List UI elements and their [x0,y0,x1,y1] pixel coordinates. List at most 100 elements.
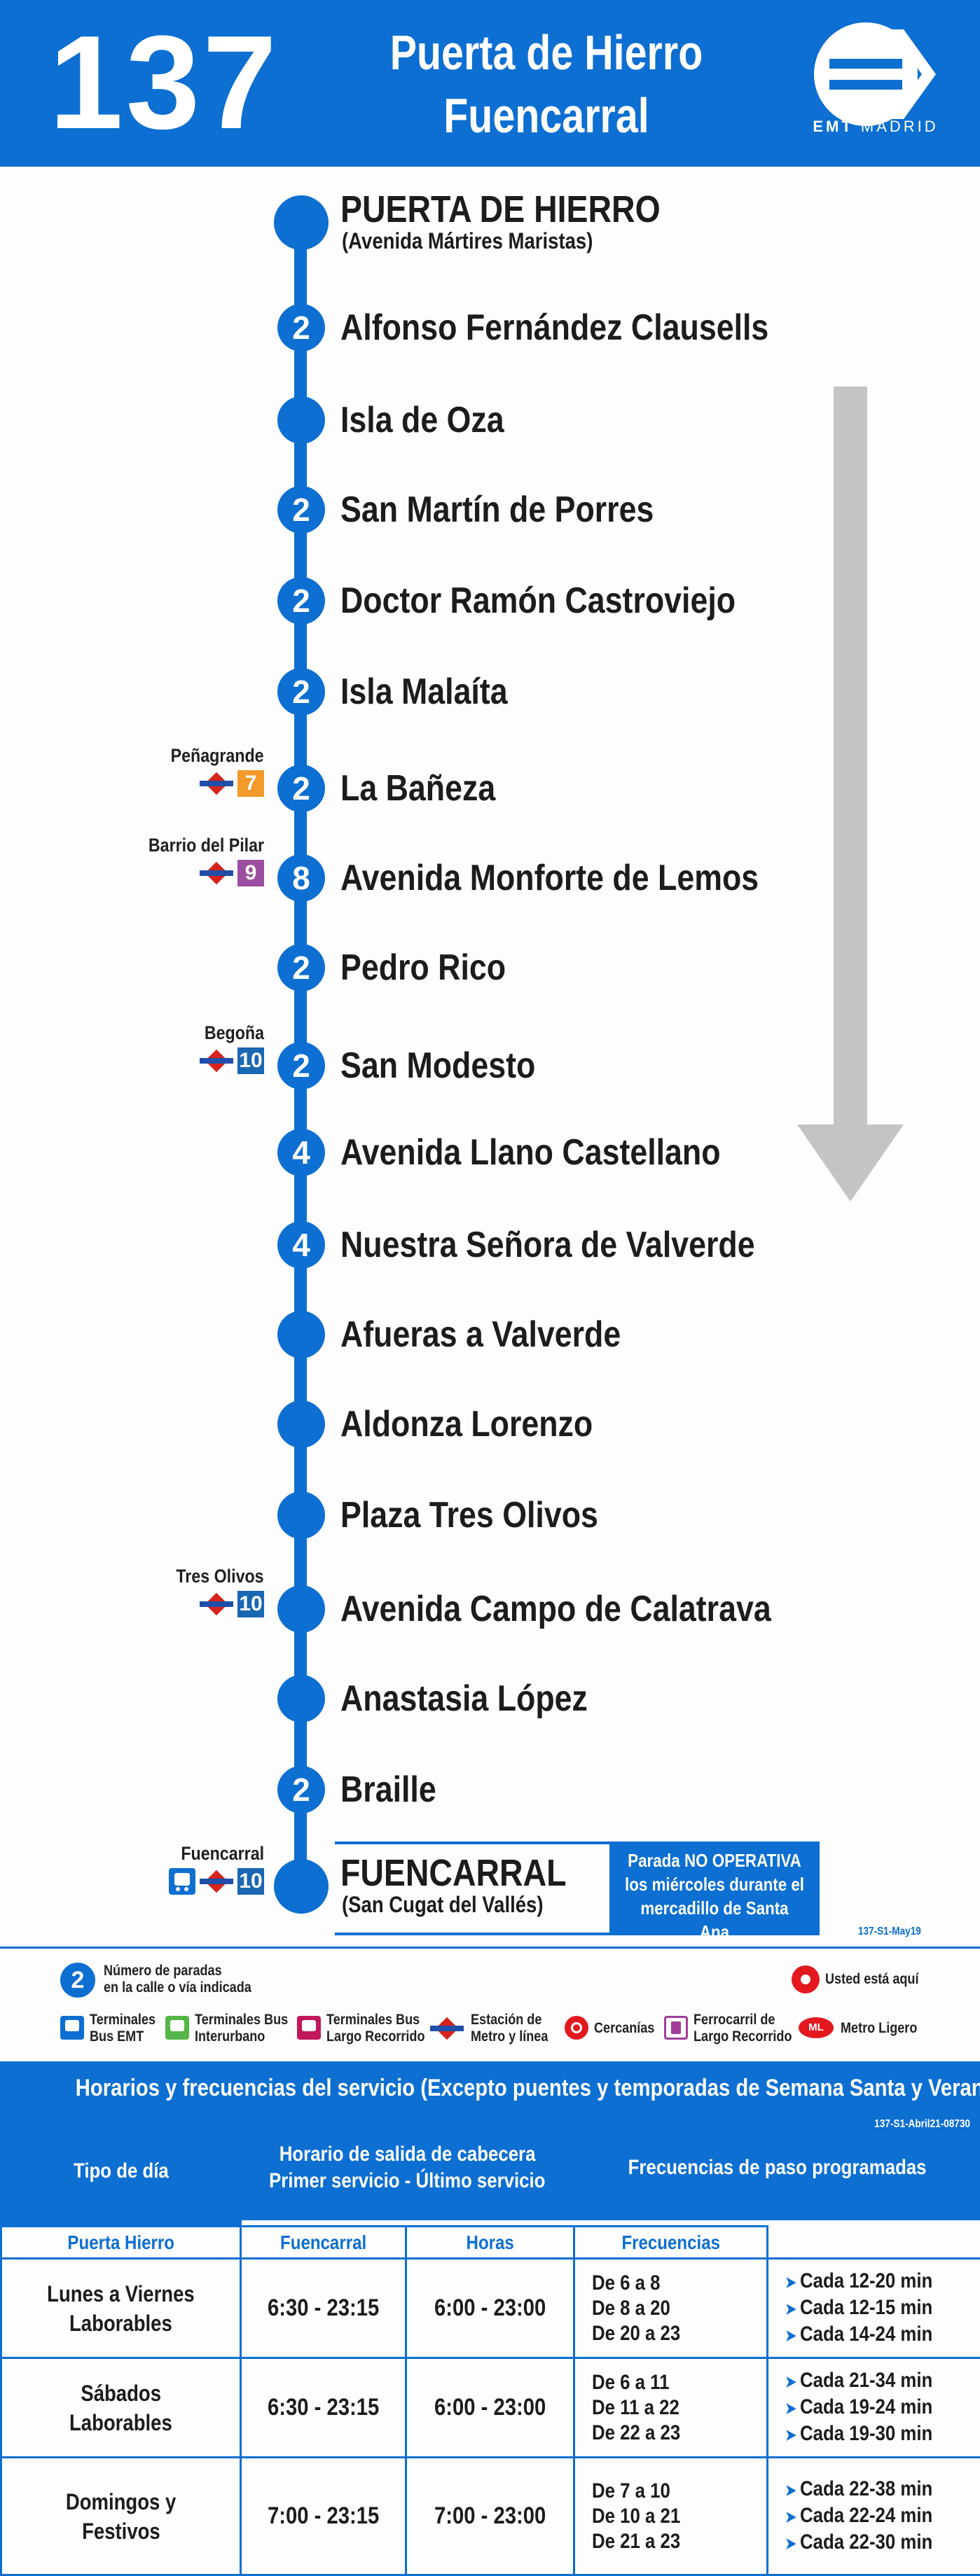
interurban-terminal-icon [165,2016,189,2040]
day-type-line-2: Laborables [69,2309,172,2338]
stop-name: Alfonso Fernández Clausells [340,305,768,350]
stop-count-badge: 2 [277,486,325,534]
frequency-item: ➤Cada 12-15 min [785,2295,953,2322]
frequency-item: ➤Cada 14-24 min [785,2322,953,2348]
connection-name: Peñagrande [171,745,264,767]
stop-count-badge: 2 [277,1042,325,1089]
connection-icons: 10 [162,1590,264,1618]
metro-line-badge: 10 [237,1591,264,1617]
emt-city: MADRID [861,118,939,135]
stop-count-badge: 2 [277,304,325,351]
legend-long-distance-rail: Ferrocarril de Largo Recorrido [693,2012,792,2045]
frequency-item: ➤Cada 12-20 min [785,2269,953,2295]
frequency-item: ➤Cada 19-24 min [785,2395,953,2421]
stop-name: Braille [340,1767,436,1812]
stop-name: Isla de Oza [340,398,504,443]
arrow-icon: ➤ [785,2535,796,2552]
schedule-title: Horarios y frecuencias del servicio (Exc… [0,2061,980,2115]
metro-icon [200,863,233,883]
route-destination: Fuencarral [368,84,724,147]
route-header: 137 Puerta de Hierro Fuencarral EMT MADR… [0,0,980,167]
legend-long-distance-line-1: Terminales Bus [326,2012,425,2028]
frequencies: ➤Cada 12-20 min➤Cada 12-15 min➤Cada 14-2… [768,2259,980,2358]
metro-icon [430,2019,464,2038]
frequency-text: Cada 14-24 min [800,2323,932,2346]
document-code: 137-S1-May19 [858,1926,921,1938]
stop-name: Doctor Ramón Castroviejo [340,578,736,623]
stop-dot [277,1400,325,1448]
col-day-type: Tipo de día [1,2116,241,2227]
day-type-line-2: Laborables [69,2408,172,2437]
metro-icon [200,1872,233,1891]
day-type-line-1: Lunes a Viernes [47,2279,195,2309]
arrow-icon: ➤ [785,2400,796,2417]
arrow-icon: ➤ [785,2508,796,2526]
long-distance-bus-icon [297,2016,321,2040]
connection-icons: 9 [130,859,264,887]
frequency-text: Cada 12-15 min [800,2296,932,2319]
col-first-last: Horario de salida de cabecera Primer ser… [241,2116,574,2220]
frequency-text: Cada 22-24 min [800,2504,932,2527]
emt-terminal-icon [60,2016,84,2040]
hour-range: De 22 a 23 [592,2421,742,2446]
metro-line-badge: 10 [237,1047,264,1074]
legend-interurban-line-1: Terminales Bus [195,2012,288,2028]
stop-name: PUERTA DE HIERRO [340,189,661,230]
legend-rail-line-1: Ferrocarril de [693,2012,792,2028]
arrow-icon: ➤ [785,2373,796,2390]
arrow-icon: ➤ [785,2300,796,2318]
arrow-icon: ➤ [785,2327,796,2344]
legend-metro-line-2: Metro y línea [471,2028,548,2045]
schedule-title-text: Horarios y frecuencias del servicio (Exc… [76,2061,980,2115]
connection-name: Tres Olivos [177,1566,264,1587]
frequency-item: ➤Cada 22-30 min [785,2530,953,2556]
route-origin: Puerta de Hierro [368,21,724,84]
dest-times-text: 6:00 - 23:00 [434,2295,546,2322]
frequencies: ➤Cada 21-34 min➤Cada 19-24 min➤Cada 19-3… [768,2358,980,2458]
stop-dot [277,396,325,444]
connection-name: Begoña [205,1022,264,1044]
stop-name: Anastasia López [340,1676,588,1721]
frequency-text: Cada 22-38 min [800,2477,932,2500]
schedule-code: 137-S1-Abril21-08730 [874,2118,970,2131]
legend-emt-terminal-line-1: Terminales [90,2012,156,2028]
sub-freqs: Frecuencias [574,2227,768,2259]
metro-line-badge: 10 [237,1868,264,1895]
stop-count-badge: 2 [277,944,325,991]
stop-name: Afueras a Valverde [340,1312,621,1357]
connection-name: Fuencarral [181,1843,264,1865]
metro-line-badge: 9 [237,860,264,886]
bus-terminal-icon [169,1868,195,1895]
emt-brand: EMT [813,118,853,135]
stop-dot [277,1585,325,1633]
schedule-table: Tipo de día Horario de salida de cabecer… [0,2115,980,2576]
dest-times-text: 6:00 - 23:00 [434,2394,546,2421]
cercanias-icon [565,2016,588,2040]
arrow-icon: ➤ [785,2426,796,2444]
hour-range: De 11 a 22 [592,2395,742,2421]
metro-icon [200,774,233,793]
sub-dest-text: Fuencarral [280,2232,366,2254]
connection-name: Barrio del Pilar [149,835,264,856]
you-are-here-icon [792,1965,820,1993]
origin-times-text: 6:30 - 23:15 [268,2394,379,2421]
stop-subtitle: (Avenida Mártires Maristas) [342,228,593,254]
frequency-item: ➤Cada 19-30 min [785,2421,953,2448]
day-type-line-2: Festivos [82,2516,160,2546]
stop-count-badge: 2 [277,765,325,812]
arrow-icon: ➤ [785,2481,796,2499]
stop-count-sample: 2 [60,1963,95,1998]
sub-hours: Horas [406,2227,574,2259]
stop-name: Isla Malaíta [340,669,508,714]
terminal-dot [274,195,329,250]
metro-icon [200,1594,233,1614]
frequency-text: Cada 19-24 min [800,2395,932,2418]
metro-icon [200,1051,233,1071]
sub-dest: Fuencarral [241,2227,406,2259]
col-first-last-line-2: Primer servicio - Último servicio [269,2168,545,2194]
